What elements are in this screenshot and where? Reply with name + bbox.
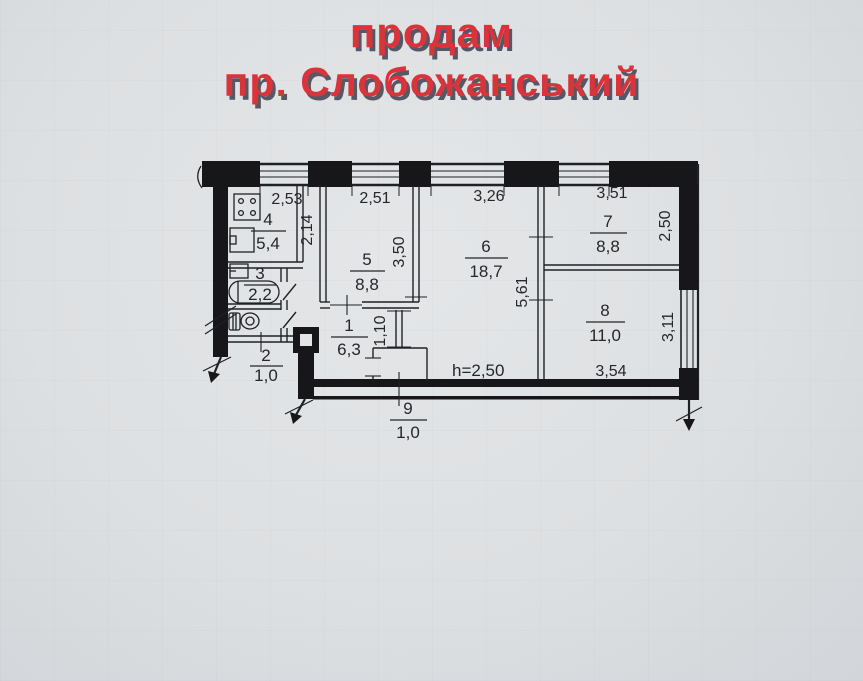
wall-pier <box>609 161 698 187</box>
ceiling-height-note: h=2,50 <box>452 361 504 380</box>
dim-kitchen-depth: 2,14 <box>299 214 316 245</box>
svg-text:1: 1 <box>344 316 353 335</box>
toilet-icon <box>228 312 260 331</box>
listing-title: продам пр. Слобожанський <box>0 8 863 106</box>
svg-text:9: 9 <box>403 399 412 418</box>
wall-break-mark <box>197 165 203 189</box>
svg-text:2: 2 <box>261 346 270 365</box>
dim-living-depth: 5,61 <box>514 276 531 307</box>
bottom-walls <box>284 327 698 424</box>
svg-text:7: 7 <box>603 212 612 231</box>
svg-text:2,2: 2,2 <box>248 285 272 304</box>
door-leaf <box>282 311 297 329</box>
wall-continuation-arrow <box>208 371 220 383</box>
svg-text:3: 3 <box>255 264 264 283</box>
room-label-balcony: 9 1,0 <box>396 399 420 442</box>
svg-text:8,8: 8,8 <box>596 237 620 256</box>
top-exterior-wall <box>202 161 698 196</box>
room-label-hallway: 1 6,3 <box>337 316 361 359</box>
room-label-bathroom: 3 2,2 <box>248 264 272 304</box>
stove-icon <box>233 193 261 221</box>
title-line-1: продам <box>349 9 514 56</box>
wall-pier <box>308 161 352 187</box>
room-label-8: 8 11,0 <box>589 301 621 345</box>
kitchen-sink-icon <box>229 227 255 253</box>
dim-corridor-width: 1,10 <box>372 315 389 346</box>
wall-continuation-arrow <box>683 419 695 431</box>
dim-living-width: 3,26 <box>473 188 504 205</box>
svg-text:1,0: 1,0 <box>396 423 420 442</box>
wall-pier <box>399 161 431 187</box>
vestibule-room9 <box>365 347 428 381</box>
svg-text:4: 4 <box>263 210 272 229</box>
bathtub-icon <box>228 280 280 304</box>
room-label-living: 6 18,7 <box>469 237 502 281</box>
leader-lines <box>260 332 400 406</box>
dim-room5-depth: 3,50 <box>391 236 408 267</box>
svg-text:18,7: 18,7 <box>469 262 502 281</box>
dim-room8-window: 3,11 <box>660 312 677 342</box>
wall-pier <box>504 161 559 187</box>
dim-kitchen-width: 2,53 <box>271 191 302 208</box>
svg-text:6,3: 6,3 <box>337 340 361 359</box>
washbasin-icon <box>229 263 249 279</box>
svg-text:6: 6 <box>481 237 490 256</box>
dim-room7-depth: 2,50 <box>657 210 674 241</box>
right-exterior-wall <box>675 164 703 431</box>
dim-room8-width: 3,54 <box>595 363 626 380</box>
svg-text:8,8: 8,8 <box>355 275 379 294</box>
title-line-2: пр. Слобожанський <box>223 58 640 105</box>
wall-continuation-arrow <box>290 412 302 424</box>
wall-pier <box>202 161 260 187</box>
svg-text:5,4: 5,4 <box>256 234 280 253</box>
fixtures <box>228 193 280 331</box>
door-leaf <box>282 283 297 301</box>
dim-room7-width: 3,51 <box>596 185 627 202</box>
room-label-toilet: 2 1,0 <box>254 346 278 385</box>
svg-text:11,0: 11,0 <box>589 326 621 345</box>
dim-room5-width: 2,51 <box>359 190 390 207</box>
duct-shaft-core <box>300 334 312 346</box>
wall-break-mark <box>204 313 237 335</box>
room-label-7: 7 8,8 <box>596 212 620 256</box>
room-label-underlines <box>244 230 627 421</box>
room-label-kitchen: 4 5,4 <box>256 210 280 253</box>
svg-text:5: 5 <box>362 250 371 269</box>
room-label-5: 5 8,8 <box>355 250 379 294</box>
svg-text:1,0: 1,0 <box>254 366 278 385</box>
svg-text:8: 8 <box>600 301 609 320</box>
